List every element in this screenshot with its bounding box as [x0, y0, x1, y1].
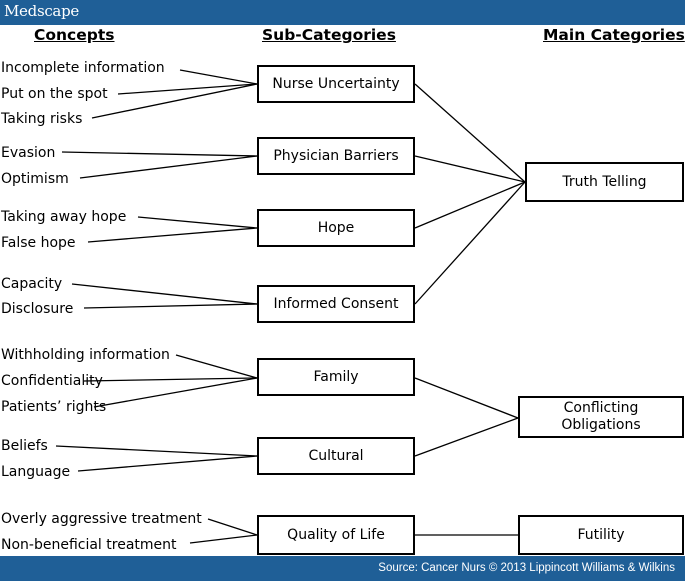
connector-line: [93, 377, 258, 408]
footer-bar: Source: Cancer Nurs © 2013 Lippincott Wi…: [0, 556, 685, 581]
connector-line: [83, 377, 258, 382]
connector-line: [414, 417, 519, 457]
connector-line: [207, 518, 258, 536]
main-category-label: Truth Telling: [562, 173, 647, 190]
main-category-label: Conflicting: [563, 400, 639, 416]
concept-label: Disclosure: [1, 301, 74, 317]
connector-line: [61, 151, 258, 157]
connector-line: [414, 181, 526, 229]
connector-line: [179, 69, 258, 85]
main-category-label: Obligations: [561, 417, 641, 433]
connector-line: [175, 354, 258, 379]
subcategory-label: Cultural: [308, 447, 364, 464]
concept-label: Taking away hope: [1, 209, 127, 225]
main-categories-column-header: Main Categories: [543, 26, 685, 44]
concept-label: Language: [1, 464, 71, 480]
header-bar: Medscape: [0, 0, 685, 25]
subcategory-box: Hope: [257, 209, 415, 247]
connector-line: [117, 83, 258, 95]
subcategory-box: Nurse Uncertainty: [257, 65, 415, 103]
connector-line: [91, 83, 258, 119]
connector-line: [414, 155, 526, 183]
concept-label: Taking risks: [1, 111, 83, 127]
concepts-column-header: Concepts: [34, 26, 115, 44]
concept-label: Incomplete information: [1, 60, 165, 76]
concept-label: Put on the spot: [1, 86, 108, 102]
subcategory-box: Family: [257, 358, 415, 396]
main-category-box: Conflicting Obligations: [518, 396, 684, 438]
medscape-logo: Medscape: [4, 2, 79, 20]
connector-line: [414, 83, 526, 183]
concept-label: Optimism: [1, 171, 69, 187]
subcategory-box: Quality of Life: [257, 515, 415, 555]
concept-label: False hope: [1, 235, 76, 251]
connector-line: [414, 181, 526, 305]
concept-label: Capacity: [1, 276, 63, 292]
concept-label: Patients’ rights: [1, 399, 107, 415]
subcategory-box: Cultural: [257, 437, 415, 475]
connector-line: [79, 155, 258, 179]
source-credit: Source: Cancer Nurs © 2013 Lippincott Wi…: [378, 562, 675, 574]
main-category-box: Futility: [518, 515, 684, 555]
subcategory-label: Hope: [317, 219, 355, 236]
connector-line: [83, 303, 258, 309]
concept-label: Non-beneficial treatment: [1, 537, 177, 553]
concept-label: Confidentiality: [1, 373, 103, 389]
subcategory-label: Family: [313, 368, 359, 385]
connector-line: [71, 283, 258, 305]
subcategory-label: Informed Consent: [273, 295, 399, 312]
connector-line: [77, 455, 258, 472]
subcategory-label: Physician Barriers: [273, 147, 399, 164]
connector-line: [414, 377, 519, 419]
connector-line: [55, 445, 258, 457]
main-category-box: Truth Telling: [525, 162, 684, 202]
subcategory-box: Informed Consent: [257, 285, 415, 323]
concept-label: Overly aggressive treatment: [1, 511, 202, 527]
connector-line: [137, 216, 258, 229]
concept-label: Beliefs: [1, 438, 48, 454]
concept-label: Withholding information: [1, 347, 170, 363]
subcategory-label: Nurse Uncertainty: [272, 75, 400, 92]
connector-line: [189, 534, 258, 544]
main-category-label: Futility: [577, 526, 625, 543]
subcategory-box: Physician Barriers: [257, 137, 415, 175]
subcategories-column-header: Sub-Categories: [262, 26, 396, 44]
connector-line: [87, 227, 258, 243]
concept-label: Evasion: [1, 145, 56, 161]
subcategory-label: Quality of Life: [287, 526, 385, 543]
